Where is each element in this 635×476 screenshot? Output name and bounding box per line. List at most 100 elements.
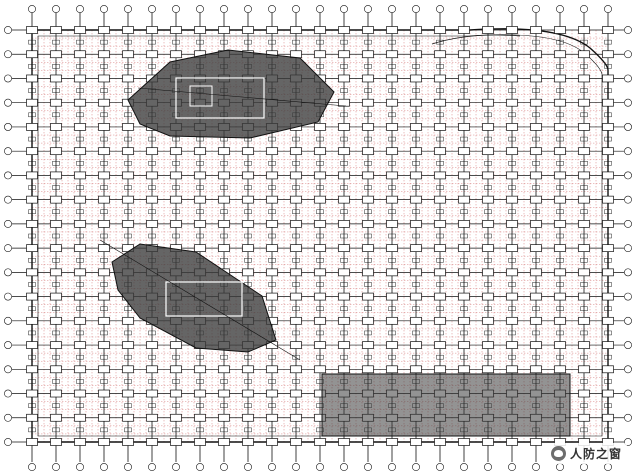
column-pad <box>122 50 134 59</box>
axis-bubble <box>624 316 632 325</box>
beam-stub <box>148 403 156 408</box>
beam-stub <box>460 354 468 360</box>
column-pad <box>338 244 350 252</box>
column-pad <box>218 244 230 252</box>
beam-stub <box>580 112 588 118</box>
beam-stub <box>388 354 396 360</box>
beam-stub <box>436 88 444 93</box>
column-pad <box>26 74 38 83</box>
beam-stub <box>148 233 156 239</box>
column-pad <box>506 26 518 34</box>
column-pad <box>74 316 86 325</box>
column-pad <box>554 98 566 107</box>
column-pad <box>314 268 326 277</box>
column-pad <box>338 316 350 325</box>
beam-stub <box>556 64 564 69</box>
beam-stub <box>460 258 468 263</box>
column-pad <box>290 341 302 349</box>
beam-stub <box>460 209 468 214</box>
beam-stub <box>580 185 588 190</box>
beam-stub <box>316 233 324 239</box>
axis-bubble <box>580 463 588 471</box>
beam-stub <box>532 39 540 45</box>
beam-stub <box>268 282 276 287</box>
beam-stub <box>556 233 564 239</box>
beam-stub <box>244 209 252 214</box>
column-pad <box>530 268 542 277</box>
column-pad <box>26 171 38 180</box>
beam-stub <box>532 282 540 287</box>
column-pad <box>290 171 302 180</box>
axis-bubble <box>388 5 396 13</box>
beam-stub <box>436 354 444 360</box>
axis-bubble <box>340 5 348 13</box>
column-pad <box>266 365 278 374</box>
axis-bubble <box>436 463 444 471</box>
beam-stub <box>28 258 36 263</box>
column-pad <box>506 341 518 349</box>
column-pad <box>26 316 38 325</box>
axis-bubble <box>624 147 632 156</box>
column-pad <box>578 74 590 83</box>
beam-stub <box>604 258 612 263</box>
beam-stub <box>484 161 492 166</box>
column-pad <box>266 171 278 180</box>
beam-stub <box>52 39 60 45</box>
beam-stub <box>76 64 84 69</box>
beam-stub <box>28 64 36 69</box>
column-pad <box>602 171 614 180</box>
column-pad <box>26 413 38 422</box>
axis-bubble <box>4 98 12 107</box>
beam-stub <box>412 185 420 190</box>
column-pad <box>506 292 518 301</box>
column-pad <box>314 365 326 374</box>
axis-bubble <box>624 171 632 180</box>
axis-bubble <box>4 341 12 349</box>
axis-bubble <box>4 268 12 277</box>
beam-stub <box>124 185 132 190</box>
column-pad <box>146 438 158 446</box>
beam-stub <box>604 88 612 93</box>
column-pad <box>26 220 38 228</box>
column-pad <box>242 220 254 228</box>
beam-stub <box>484 258 492 263</box>
beam-stub <box>100 209 108 214</box>
column-pad <box>362 26 374 34</box>
beam-stub <box>28 379 36 384</box>
beam-stub <box>460 88 468 93</box>
column-pad <box>434 244 446 252</box>
axis-bubble <box>624 26 632 34</box>
beam-stub <box>292 282 300 287</box>
beam-stub <box>124 136 132 142</box>
axis-bubble <box>484 5 492 13</box>
column-pad <box>338 438 350 446</box>
beam-stub <box>28 403 36 408</box>
column-pad <box>362 147 374 156</box>
beam-stub <box>556 330 564 336</box>
column-pad <box>74 365 86 374</box>
axis-bubble <box>556 463 564 471</box>
beam-stub <box>340 306 348 311</box>
beam-stub <box>412 161 420 166</box>
beam-stub <box>76 136 84 142</box>
column-pad <box>50 220 62 228</box>
beam-stub <box>244 185 252 190</box>
axis-bubble <box>532 5 540 13</box>
column-pad <box>554 244 566 252</box>
column-pad <box>506 98 518 107</box>
column-pad <box>50 341 62 349</box>
column-pad <box>194 147 206 156</box>
beam-stub <box>580 403 588 408</box>
beam-stub <box>100 233 108 239</box>
beam-stub <box>292 39 300 45</box>
axis-bubble <box>484 463 492 471</box>
beam-stub <box>436 185 444 190</box>
beam-stub <box>388 233 396 239</box>
axis-bubble <box>412 463 420 471</box>
column-pad <box>98 171 110 180</box>
column-pad <box>482 147 494 156</box>
beam-stub <box>28 88 36 93</box>
column-pad <box>482 244 494 252</box>
beam-stub <box>436 161 444 166</box>
beam-stub <box>76 258 84 263</box>
